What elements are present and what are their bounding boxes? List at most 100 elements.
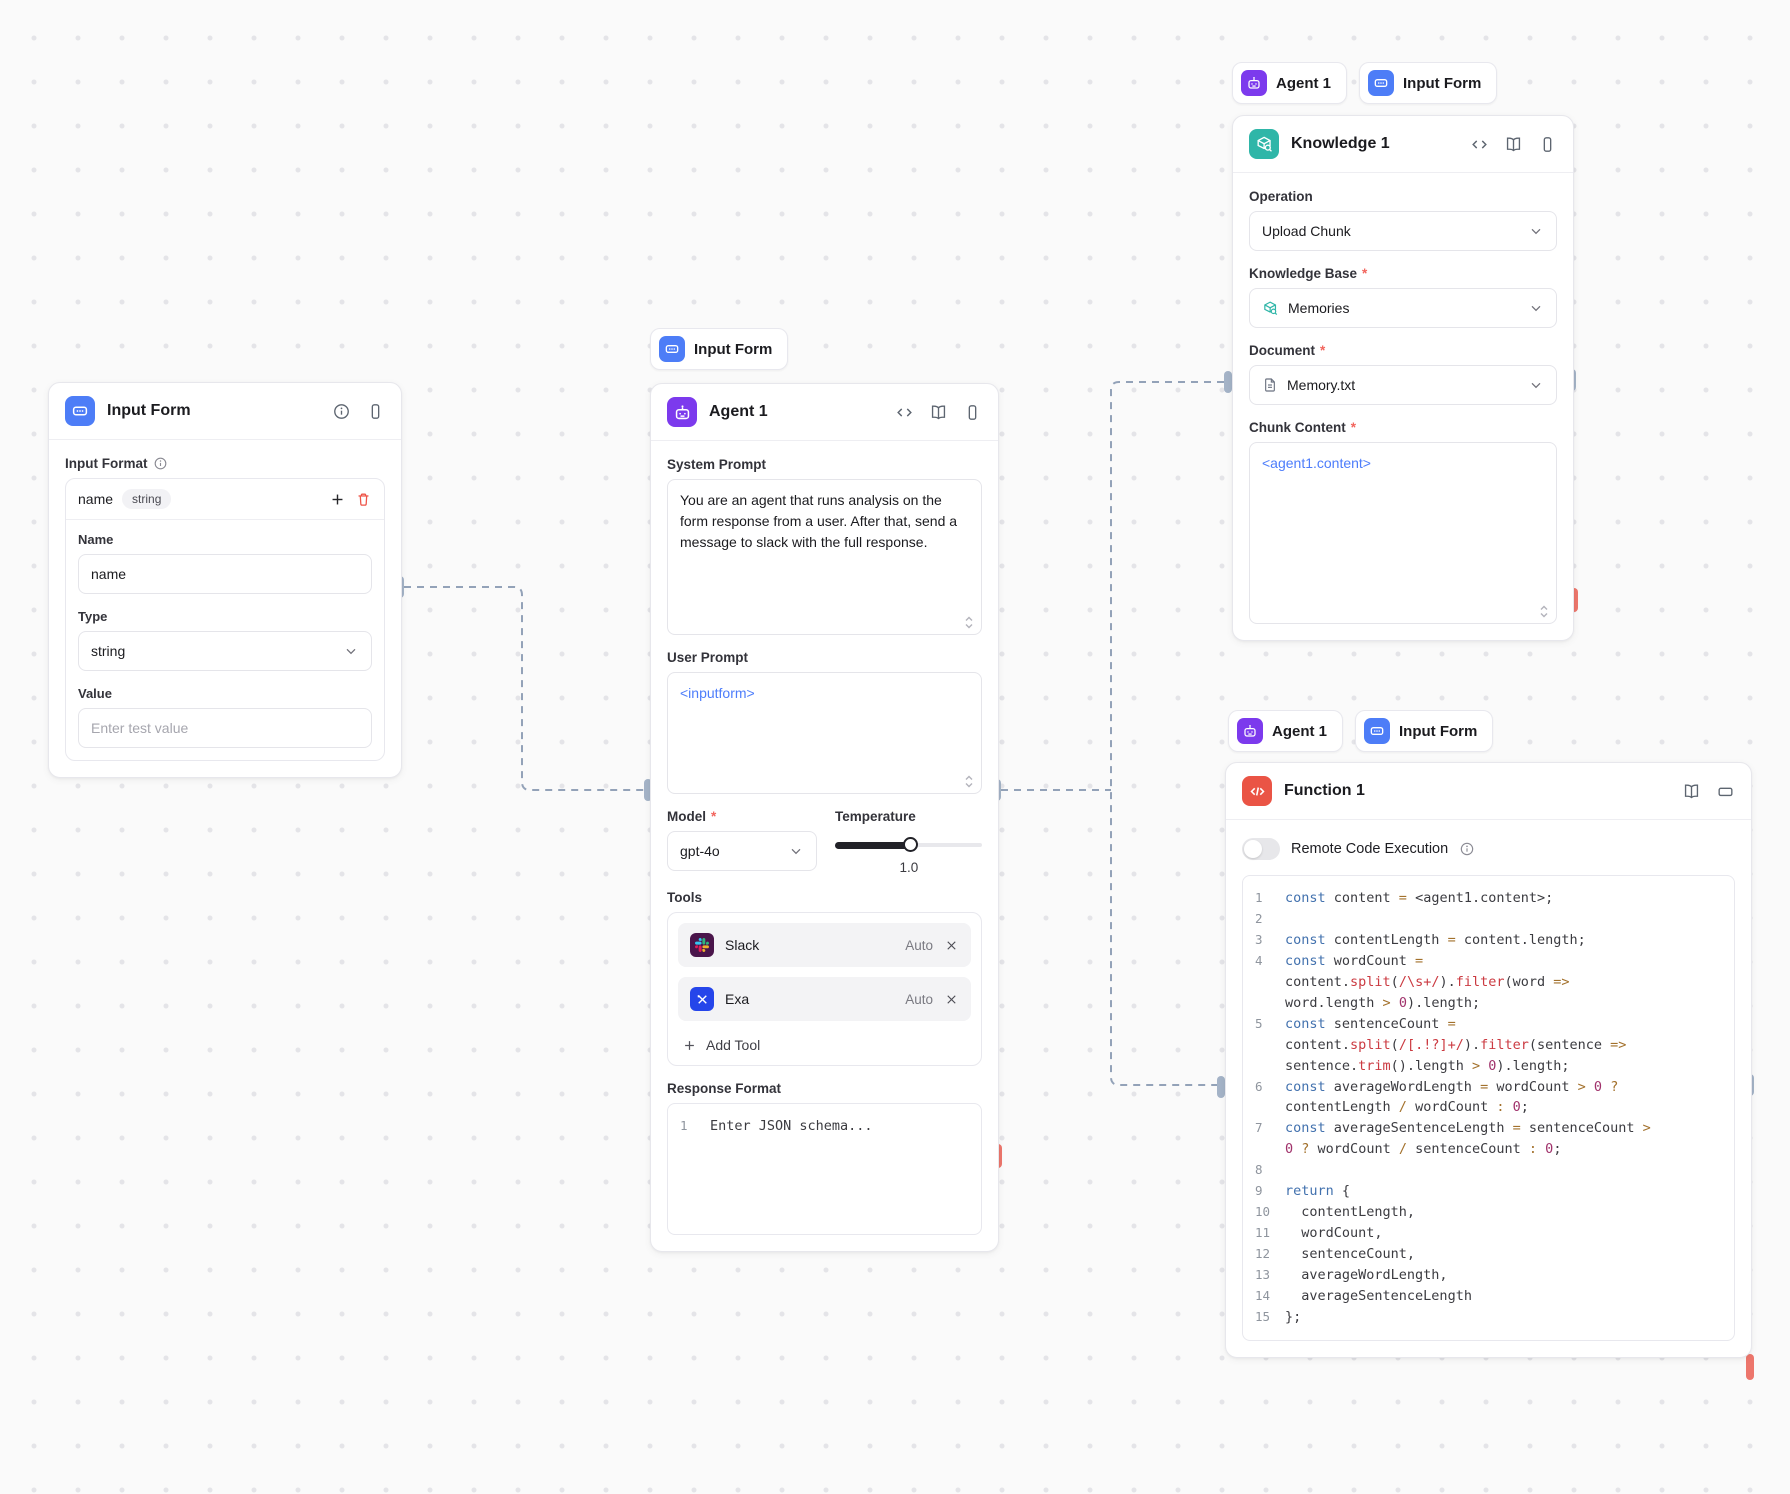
delete-field-icon[interactable]: [355, 491, 372, 508]
name-input[interactable]: [78, 554, 372, 594]
line-number: 10: [1255, 1204, 1271, 1220]
book-icon[interactable]: [1682, 782, 1701, 801]
chip-input-form[interactable]: Input Form: [1355, 710, 1494, 752]
response-format-editor[interactable]: 1 Enter JSON schema...: [667, 1103, 982, 1235]
slider-thumb[interactable]: [903, 837, 919, 852]
resize-grip-icon[interactable]: [964, 775, 974, 788]
operation-label: Operation: [1249, 189, 1313, 204]
code-line: 11 wordCount,: [1255, 1223, 1722, 1244]
chip-input-form[interactable]: Input Form: [1359, 62, 1498, 104]
plus-icon: [682, 1038, 697, 1053]
chevron-down-icon: [788, 843, 804, 859]
line-number: 6: [1255, 1078, 1263, 1094]
json-schema-placeholder: Enter JSON schema...: [710, 1118, 873, 1134]
response-format-label: Response Format: [667, 1081, 782, 1096]
info-icon[interactable]: [332, 402, 351, 421]
document-select[interactable]: Memory.txt: [1249, 365, 1557, 405]
node-title: Knowledge 1: [1291, 135, 1390, 152]
remote-code-execution-row: Remote Code Execution: [1242, 838, 1735, 860]
knowledge-error-handle[interactable]: [1570, 588, 1578, 612]
add-field-icon[interactable]: [329, 491, 346, 508]
system-prompt-textarea[interactable]: You are an agent that runs analysis on t…: [667, 479, 982, 635]
panel-icon[interactable]: [1716, 782, 1735, 801]
knowledge-input-handle[interactable]: [1224, 371, 1232, 393]
type-select[interactable]: string: [78, 631, 372, 671]
chevron-down-icon: [1528, 377, 1544, 393]
knowledge-node: Knowledge 1 Operation Upload Chunk Knowl…: [1232, 115, 1574, 641]
book-icon[interactable]: [1504, 135, 1523, 154]
code-line: 15};: [1255, 1307, 1722, 1328]
add-tool-button[interactable]: Add Tool: [678, 1031, 971, 1055]
operation-select[interactable]: Upload Chunk: [1249, 211, 1557, 251]
line-number: 2: [1255, 911, 1263, 926]
function-error-handle[interactable]: [1746, 1354, 1754, 1380]
remove-tool-icon[interactable]: [944, 938, 959, 953]
code-line: 2: [1255, 909, 1722, 930]
node-title: Input Form: [107, 402, 191, 419]
chip-label: Agent 1: [1272, 722, 1328, 740]
field-type-badge: string: [122, 489, 172, 509]
chip-label: Input Form: [1403, 74, 1482, 92]
remote-code-execution-label: Remote Code Execution: [1291, 841, 1449, 857]
line-number: 5: [1255, 1015, 1263, 1031]
test-value-input[interactable]: [78, 708, 372, 748]
connector-inputform-agent: [404, 586, 644, 791]
line-number: 1: [680, 1118, 688, 1133]
info-icon[interactable]: [1459, 841, 1475, 857]
chip-label: Agent 1: [1276, 74, 1332, 92]
book-icon[interactable]: [929, 403, 948, 422]
tool-row-exa[interactable]: Exa Auto: [678, 977, 971, 1021]
chip-label: Input Form: [1399, 722, 1478, 740]
input-form-icon: [65, 396, 95, 426]
resize-grip-icon[interactable]: [1539, 605, 1549, 618]
line-number: 13: [1255, 1267, 1271, 1283]
info-icon[interactable]: [153, 456, 168, 471]
phone-preview-icon[interactable]: [1538, 135, 1557, 154]
phone-preview-icon[interactable]: [366, 402, 385, 421]
model-select[interactable]: gpt-4o: [667, 831, 817, 871]
resize-grip-icon[interactable]: [964, 616, 974, 629]
user-prompt-textarea[interactable]: <inputform>: [667, 672, 982, 794]
input-format-label: Input Format: [65, 456, 385, 471]
phone-preview-icon[interactable]: [963, 403, 982, 422]
input-form-icon: [1364, 718, 1391, 744]
system-prompt-label: System Prompt: [667, 457, 767, 472]
function-input-handle[interactable]: [1217, 1076, 1225, 1098]
field-name: name: [78, 491, 114, 507]
slack-icon: [690, 933, 714, 957]
connector-branch-knowledge-function: [1110, 381, 1224, 1086]
tool-name: Exa: [725, 991, 750, 1007]
chip-agent-1[interactable]: Agent 1: [1232, 62, 1348, 104]
agent-input-handle[interactable]: [644, 779, 652, 801]
chip-agent-1[interactable]: Agent 1: [1228, 710, 1344, 752]
knowledge-base-select[interactable]: Memories: [1249, 288, 1557, 328]
function-header: Function 1: [1226, 763, 1751, 820]
node-title: Function 1: [1284, 782, 1365, 799]
document-icon: [1262, 377, 1278, 393]
code-icon[interactable]: [1470, 135, 1489, 154]
chip-input-form[interactable]: Input Form: [650, 328, 789, 370]
chunk-content-textarea[interactable]: <agent1.content>: [1249, 442, 1557, 624]
tool-mode[interactable]: Auto: [905, 937, 933, 953]
line-number: 8: [1255, 1162, 1263, 1178]
code-icon[interactable]: [895, 403, 914, 422]
remove-tool-icon[interactable]: [944, 992, 959, 1007]
name-label: Name: [78, 532, 114, 547]
tool-mode[interactable]: Auto: [905, 991, 933, 1007]
knowledge-base-label: Knowledge Base*: [1249, 266, 1368, 281]
input-form-header: Input Form: [49, 383, 401, 440]
knowledge-cube-icon: [1249, 129, 1279, 159]
knowledge-source-chips: Agent 1 Input Form: [1232, 62, 1498, 104]
tool-row-slack[interactable]: Slack Auto: [678, 923, 971, 967]
remote-code-execution-toggle[interactable]: [1242, 838, 1280, 860]
temperature-slider[interactable]: [835, 837, 982, 853]
code-line: 8: [1255, 1160, 1722, 1181]
line-number: 15: [1255, 1309, 1271, 1325]
line-number: 1: [1255, 890, 1263, 905]
function-source-chips: Agent 1 Input Form: [1228, 710, 1494, 752]
